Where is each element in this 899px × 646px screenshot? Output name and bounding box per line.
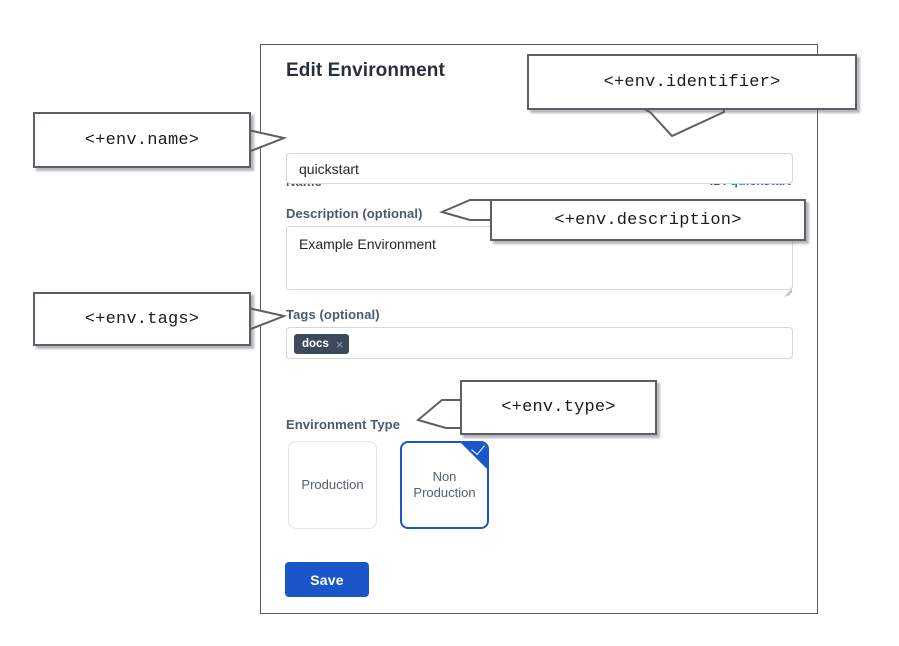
save-button[interactable]: Save — [285, 562, 369, 597]
tag-chip-docs[interactable]: docs × — [294, 334, 350, 354]
selected-ribbon — [460, 443, 487, 470]
tags-field-label: Tags (optional) — [286, 307, 380, 322]
environment-type-option-non-production[interactable]: Non Production — [400, 441, 489, 529]
environment-type-option-label: Production — [301, 476, 364, 492]
environment-type-option-label-line2: Production — [413, 485, 476, 500]
callout-env-tags-text: <+env.tags> — [84, 309, 200, 329]
tags-input[interactable]: docs × — [286, 327, 793, 359]
edit-environment-dialog: Edit Environment Name ID: quickstart Des… — [260, 44, 818, 614]
callout-env-name: <+env.name> — [33, 112, 251, 168]
environment-type-label: Environment Type — [286, 417, 401, 432]
callout-env-tags: <+env.tags> — [33, 292, 251, 346]
name-input[interactable] — [286, 153, 793, 184]
description-field-label: Description (optional) — [286, 206, 423, 221]
tag-chip-label: docs — [302, 338, 329, 350]
callout-env-description: <+env.description> — [490, 199, 806, 241]
callout-env-identifier-text: <+env.identifier> — [603, 72, 781, 92]
callout-env-name-text: <+env.name> — [84, 130, 200, 150]
callout-env-identifier: <+env.identifier> — [527, 54, 857, 110]
page-title: Edit Environment — [286, 60, 445, 81]
environment-type-option-production[interactable]: Production — [288, 441, 377, 529]
callout-env-description-text: <+env.description> — [554, 210, 742, 230]
close-icon[interactable]: × — [335, 336, 344, 352]
callout-env-type: <+env.type> — [460, 380, 657, 435]
callout-env-type-text: <+env.type> — [501, 398, 616, 417]
environment-type-option-label-line1: Non — [432, 468, 457, 484]
